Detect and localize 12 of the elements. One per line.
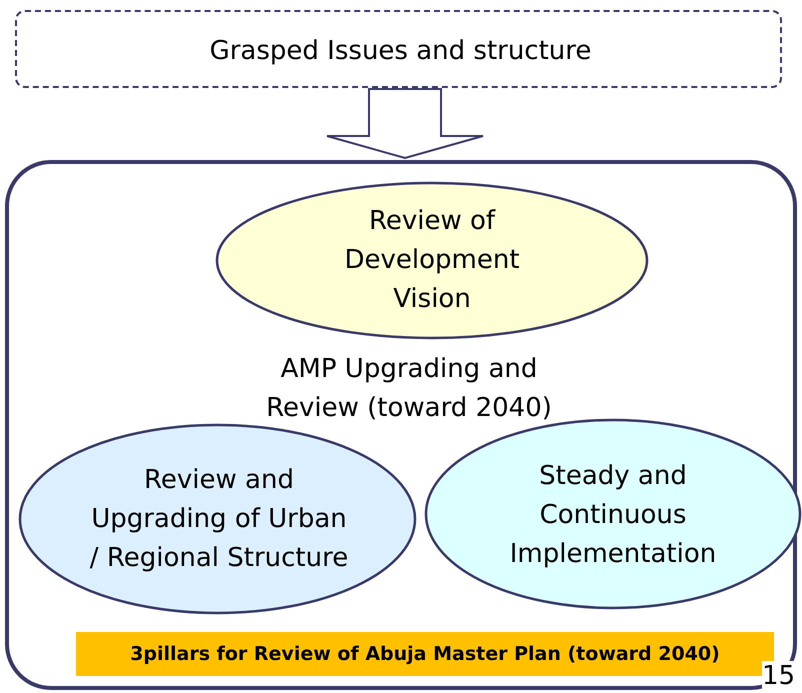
- block-arrow: [326, 88, 484, 160]
- panel-title: AMP Upgrading and Review (toward 2040): [265, 353, 553, 425]
- node-label: Review of Development Vision: [343, 204, 521, 316]
- node-label: Steady and Continuous Implementation: [508, 460, 718, 570]
- page-number: 15: [762, 661, 796, 691]
- ellipse: [425, 419, 801, 609]
- banner-text: 3pillars for Review of Abuja Master Plan (toward 2040): [129, 642, 721, 667]
- node-label: Review and Upgrading of Urban / Regional Structure: [89, 464, 349, 574]
- node-label: Grasped Issues and structure: [208, 34, 592, 68]
- dashed-box: [15, 10, 782, 88]
- ellipse: [19, 424, 416, 614]
- ellipse: [216, 182, 648, 339]
